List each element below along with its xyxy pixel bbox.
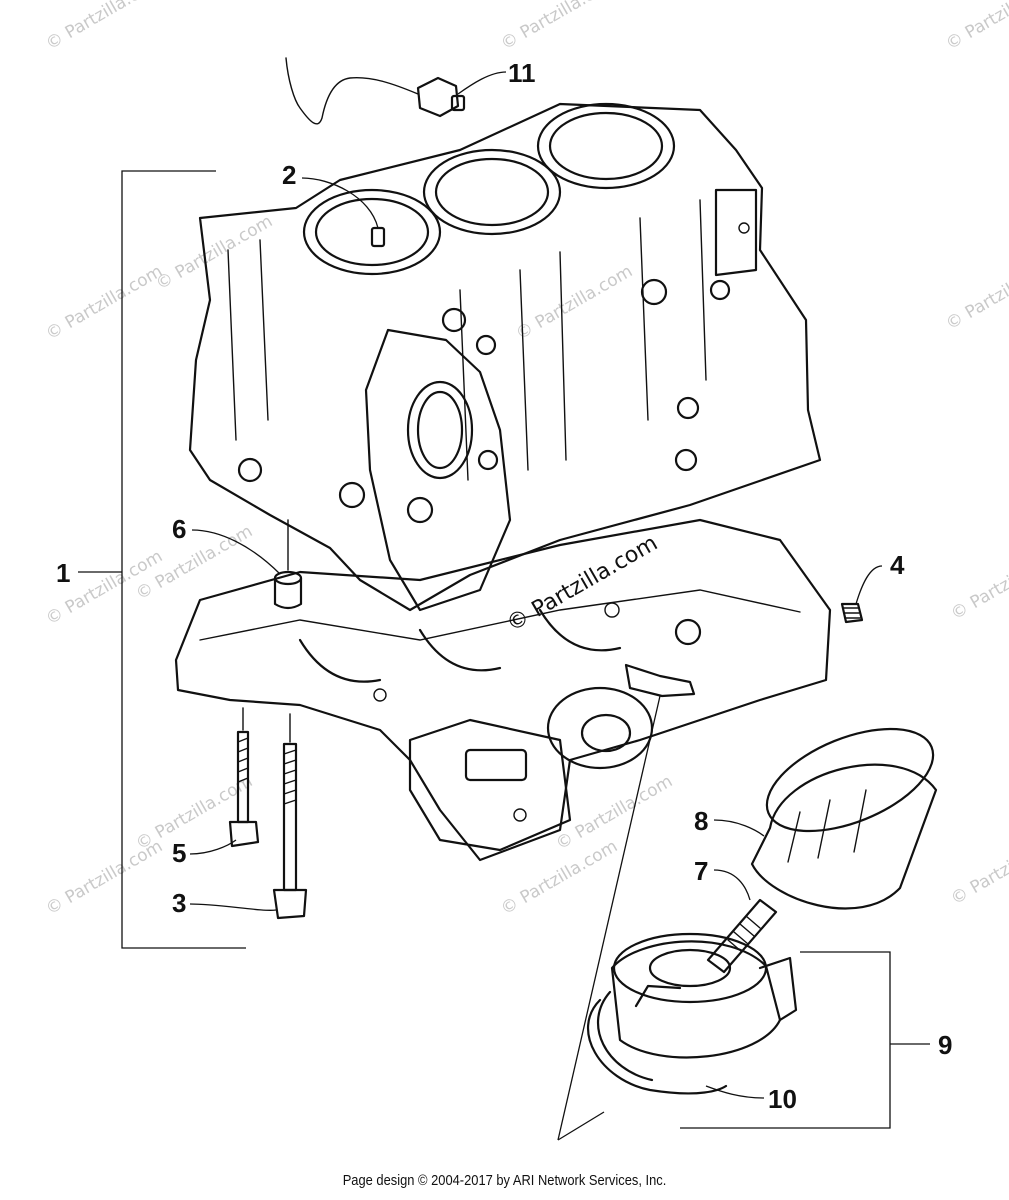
watermark: © Partzilla.com [943,251,1009,334]
oil-filter-stud [706,898,778,974]
watermark: © Partzilla.com [513,261,637,344]
watermark: © Partzilla.com [948,541,1009,624]
watermark: © Partzilla.com [943,0,1009,54]
watermark: © Partzilla.com [948,826,1009,909]
callout-3: 3 [172,888,186,918]
callout-5: 5 [172,838,186,868]
watermarks: © Partzilla.com © Partzilla.com © Partzi… [43,0,1009,919]
callout-6: 6 [172,514,186,544]
callout-labels: 1 2 3 4 5 6 7 8 9 10 11 [56,58,952,1114]
leader-lines [189,71,883,1141]
plug [840,602,864,624]
bolt-long [272,713,308,920]
watermark: © Partzilla.com [43,0,167,54]
watermark: © Partzilla.com [43,261,167,344]
oil-cooler [610,932,798,1059]
bracket-item-9 [680,951,930,1129]
knock-sensor [285,57,466,125]
copyright-footer: Page design © 2004-2017 by ARI Network S… [342,1172,667,1189]
callout-8: 8 [694,806,708,836]
callout-9: 9 [938,1030,952,1060]
oil-filter [750,727,938,910]
watermark: © Partzilla.com [153,211,277,294]
watermark: © Partzilla.com [553,771,677,854]
watermark: © Partzilla.com [498,0,622,54]
center-watermark: © Partzilla.com [503,531,663,638]
bolt-short [228,707,260,848]
lower-crankcase [174,518,832,862]
o-ring [587,990,728,1095]
cylinder-block [188,102,822,612]
callout-7: 7 [694,856,708,886]
callout-2: 2 [282,160,296,190]
callout-1: 1 [56,558,70,588]
callout-11: 11 [508,58,536,88]
callout-4: 4 [890,550,905,580]
callout-10: 10 [768,1084,797,1114]
dowel-pin [273,519,303,610]
bracket-item-1 [78,170,246,949]
